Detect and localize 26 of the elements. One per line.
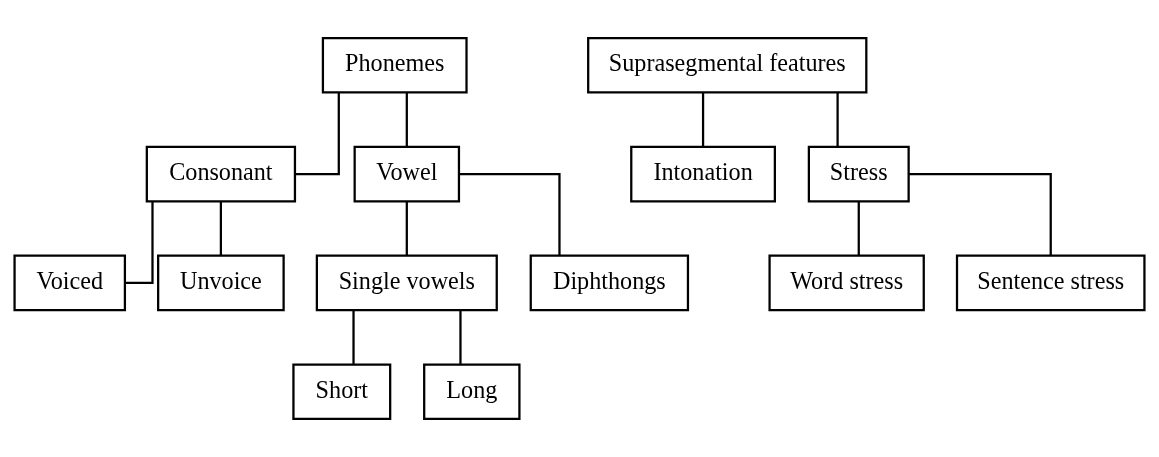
node-box: Vowel — [353, 145, 461, 203]
connector — [459, 172, 561, 256]
connector — [908, 172, 1052, 256]
connector — [405, 201, 408, 256]
connector — [459, 310, 462, 364]
node-box: Phonemes — [321, 36, 468, 94]
node-box: Word stress — [768, 254, 925, 312]
connector — [219, 201, 223, 256]
node-box: Stress — [807, 145, 910, 203]
connector — [295, 92, 340, 176]
node-box: Long — [423, 363, 521, 421]
connector — [352, 310, 355, 364]
node-box: Intonation — [630, 145, 776, 203]
node-box: Sentence stress — [955, 254, 1146, 312]
node-box: Diphthongs — [529, 254, 690, 312]
node-box: Consonant — [145, 145, 297, 203]
connector — [124, 201, 154, 285]
connector — [701, 92, 705, 147]
connector — [836, 92, 839, 147]
node-box: Suprasegmental features — [587, 36, 868, 94]
node-box: Unvoice — [157, 254, 285, 312]
connector — [405, 92, 408, 147]
node-box: Single vowels — [315, 254, 498, 312]
connector — [857, 201, 860, 256]
node-box: Short — [292, 363, 392, 421]
node-box: Voiced — [13, 254, 127, 312]
